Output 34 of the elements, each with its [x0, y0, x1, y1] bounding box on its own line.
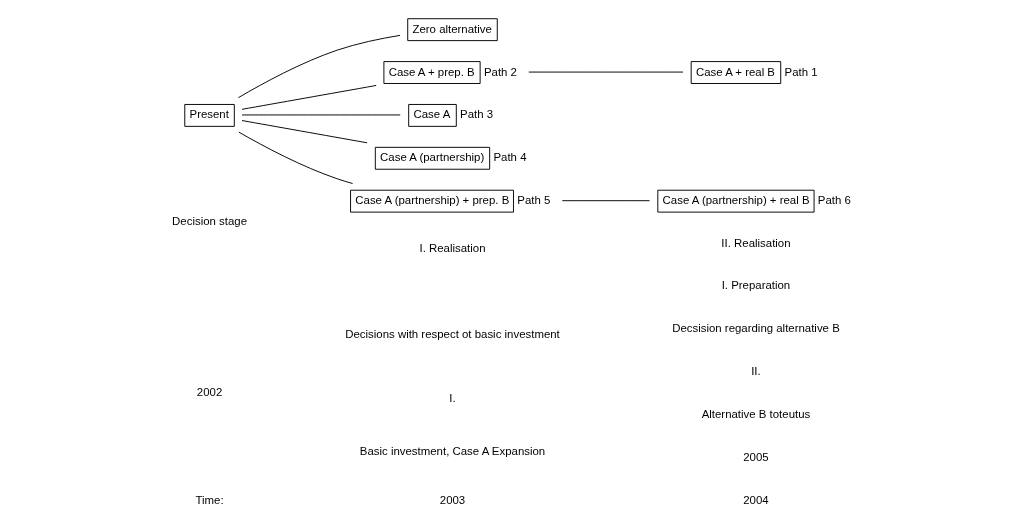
node-label: Path 5 — [517, 194, 551, 207]
label: Basic investment, Case A Expansion — [359, 445, 546, 458]
node-box: Case A (partnership) — [374, 146, 491, 170]
node-box: Zero alternative — [407, 18, 498, 42]
label: Decisions with respect ot basic investment — [345, 327, 560, 340]
label: Decision stage — [172, 214, 247, 227]
label: 2003 — [439, 493, 466, 506]
node-box: Case A (partnership) + prep. B — [350, 189, 514, 213]
node-box: Case A — [408, 104, 457, 127]
label: Decsision regarding alternative B — [672, 322, 840, 335]
node-box: Case A (partnership) + real B — [657, 189, 815, 213]
node-box: Case A + real B — [690, 61, 782, 84]
label: I. Preparation — [721, 279, 791, 292]
connector — [238, 131, 354, 184]
node-label: Path 6 — [817, 194, 851, 207]
connector — [561, 200, 651, 202]
label: I. — [449, 391, 456, 404]
connector — [241, 120, 368, 144]
connector — [241, 85, 377, 110]
label: Alternative B toteutus — [701, 408, 811, 421]
label: II. — [751, 365, 761, 378]
node-label: Path 4 — [493, 151, 527, 164]
node-box: Present — [184, 104, 235, 127]
label: 2004 — [743, 493, 769, 506]
label: II. Realisation — [721, 236, 791, 249]
label: 2002 — [196, 386, 223, 399]
label: I. Realisation — [419, 242, 486, 255]
connector — [237, 34, 401, 99]
label: Time: — [195, 493, 224, 506]
label: 2005 — [743, 450, 769, 463]
node-label: Path 2 — [483, 65, 517, 78]
node-label: Path 3 — [460, 108, 494, 121]
node-label: Path 1 — [784, 65, 818, 78]
node-box: Case A + prep. B — [383, 61, 481, 84]
